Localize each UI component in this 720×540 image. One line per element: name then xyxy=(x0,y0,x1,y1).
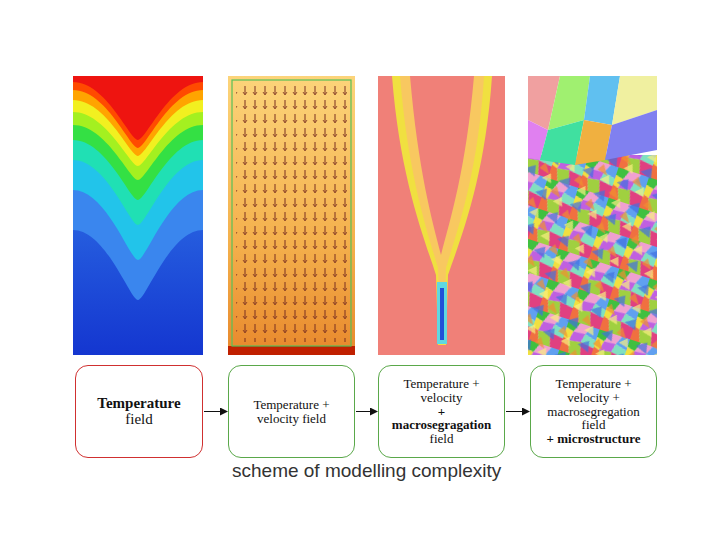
process-box: Temperature + velocity field xyxy=(228,365,355,458)
figure-caption: scheme of modelling complexity xyxy=(232,460,501,482)
box-heading: + macrosegragation xyxy=(387,405,496,432)
box-text: Temperature + velocity xyxy=(387,377,496,404)
macrosegregation-panel xyxy=(378,76,505,355)
box-text: Temperature + velocity + macrosegregatio… xyxy=(541,377,646,432)
process-box: Temperature + velocity+ macrosegragation… xyxy=(378,365,505,458)
velocity-field-panel xyxy=(228,76,355,355)
box-heading: Temperature xyxy=(97,396,180,412)
process-box: Temperature + velocity + macrosegregatio… xyxy=(530,365,657,458)
box-text: field xyxy=(430,432,454,446)
box-text: field xyxy=(125,412,153,428)
temperature-field-panel xyxy=(73,76,203,355)
flow-arrow xyxy=(506,411,529,412)
box-heading: + microstructure xyxy=(547,432,641,446)
process-box: Temperaturefield xyxy=(75,365,203,458)
flow-arrow xyxy=(204,411,227,412)
microstructure-panel xyxy=(528,76,657,355)
box-text: Temperature + velocity field xyxy=(253,398,331,425)
flow-arrow xyxy=(356,411,377,412)
